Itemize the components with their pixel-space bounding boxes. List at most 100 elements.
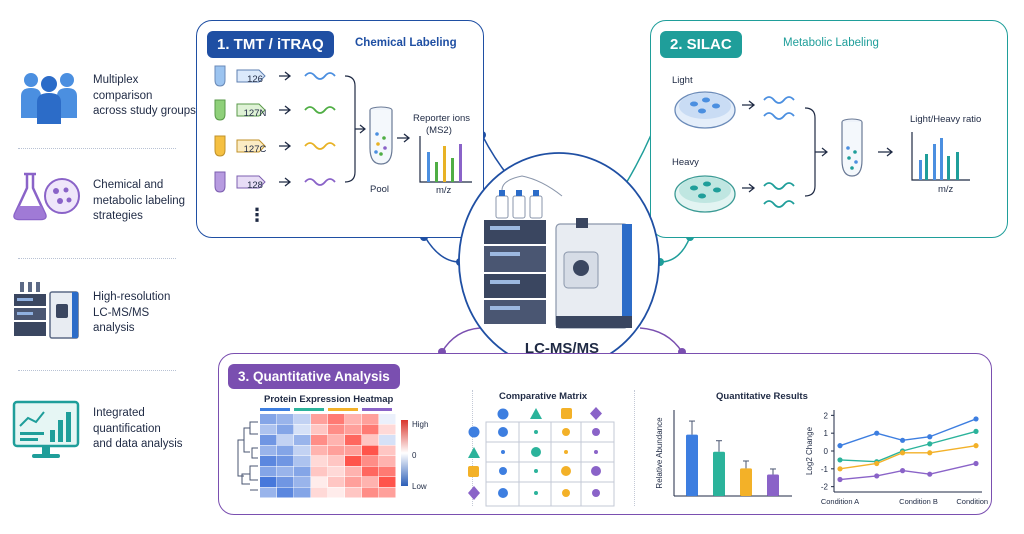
heatmap-cell [362,487,379,498]
heatmap-cell [328,487,345,498]
line-point [973,460,979,467]
solvent-bottles-icon [495,175,563,219]
tmt-subtitle: Chemical Labeling [355,37,457,49]
matrix-cell-dot [499,467,507,475]
heatmap-cell [345,456,362,466]
heatmap-chart [237,408,408,498]
mass-spectrometer-icon [555,218,632,329]
matrix-cell-dot [534,491,538,495]
people-group-icon [21,73,77,124]
sidebar-divider [18,148,176,149]
lc-ms-instrument-icon [14,282,79,339]
silac-badge: 2. SILAC [660,31,742,58]
reporter-label: Reporter ions [413,113,471,124]
heatmap-cell [328,445,345,456]
heatmap-cell [311,445,328,456]
line-point [874,460,880,467]
sidebar-line: analysis [93,322,135,334]
heatmap-cell [328,424,345,435]
heatmap-cell [294,424,311,435]
line-y-tick-label: -1 [821,465,829,474]
heavy-dish-icon [674,175,736,213]
hplc-stack-icon [484,220,546,324]
heatmap-cell [277,477,294,487]
matrix-cell-dot [592,489,600,497]
heatmap-cell [294,477,311,487]
line-point [927,441,933,447]
lcms-label: LC-MS/MS [524,340,600,357]
flask-petri-icon [13,172,80,221]
matrix-cell-dot [501,450,505,454]
line-series [839,418,977,447]
lcms-circle [458,152,660,370]
more-labels-ellipsis: ⋮ [248,205,266,225]
sidebar-line: High-resolution [93,291,171,303]
heatmap-cell [362,466,379,477]
tag-127n: 127N [243,108,267,119]
tmt-workflow [214,65,472,193]
line-series [839,430,977,463]
heatmap-cells [260,414,396,498]
line-point [874,430,880,436]
heatmap-cell [379,414,396,424]
sidebar-line: Integrated [93,407,145,419]
sidebar-line: Multiplex [93,74,139,86]
heatmap-cell [345,487,362,498]
comparative-matrix [468,407,615,507]
heatmap-cell [379,445,396,456]
ratio-label: Light/Heavy ratio [910,114,982,125]
sidebar-line: LC-MS/MS [93,306,150,319]
light-dish-icon [674,91,736,129]
heatmap-cell [294,414,311,424]
heatmap-cell [260,456,277,466]
heatmap-cell [277,424,294,435]
sidebar-item-multiplex: Multiplex comparison across study groups [93,73,203,120]
heatmap-cell [328,477,345,487]
heatmap-cell [311,456,328,466]
heatmap-cell [362,456,379,466]
matrix-cell-dot [561,466,571,476]
heatmap-cell [294,435,311,445]
tag-128: 128 [247,180,263,191]
matrix-row-triangle-icon [468,447,480,458]
section-divider [634,390,635,506]
bar [686,434,698,496]
silac-subtitle: Metabolic Labeling [783,37,879,49]
silac-tube-icon [841,118,863,177]
line-y-tick-label: 2 [824,411,829,420]
heatmap-cell [328,435,345,445]
heatmap-cell [362,477,379,487]
heatmap-scale-bar [401,420,408,486]
light-label: Light [672,75,693,86]
sidebar-line: comparison [93,89,153,102]
sidebar-line: strategies [93,210,143,222]
heatmap-cell [260,487,277,498]
tmt-row-126 [214,65,336,87]
sidebar-line: quantification [93,422,161,435]
heatmap-cell [260,445,277,456]
heatmap-title: Protein Expression Heatmap [264,394,394,405]
heatmap-cell [294,487,311,498]
heavy-label: Heavy [672,157,699,168]
heatmap-cell [379,435,396,445]
matrix-grid [485,421,615,507]
line-point [927,471,933,477]
matrix-cell-dot [531,447,541,457]
heatmap-cell [362,424,379,435]
matrix-cell-dot [564,450,568,454]
line-point [927,450,933,456]
pool-label: Pool [370,184,390,195]
tmt-row-127n [214,99,336,121]
line-point [837,443,843,449]
heatmap-cell [260,435,277,445]
heatmap-cell [311,424,328,435]
heatmap-cell [379,424,396,435]
heatmap-cell [277,445,294,456]
matrix-col-triangle-icon [530,408,542,419]
matrix-cell-dot [498,488,508,498]
heatmap-cell [345,435,362,445]
line-point [837,457,843,463]
sidebar-divider [18,370,176,371]
heatmap-dendrogram [237,421,258,491]
heatmap-cell [379,487,396,498]
